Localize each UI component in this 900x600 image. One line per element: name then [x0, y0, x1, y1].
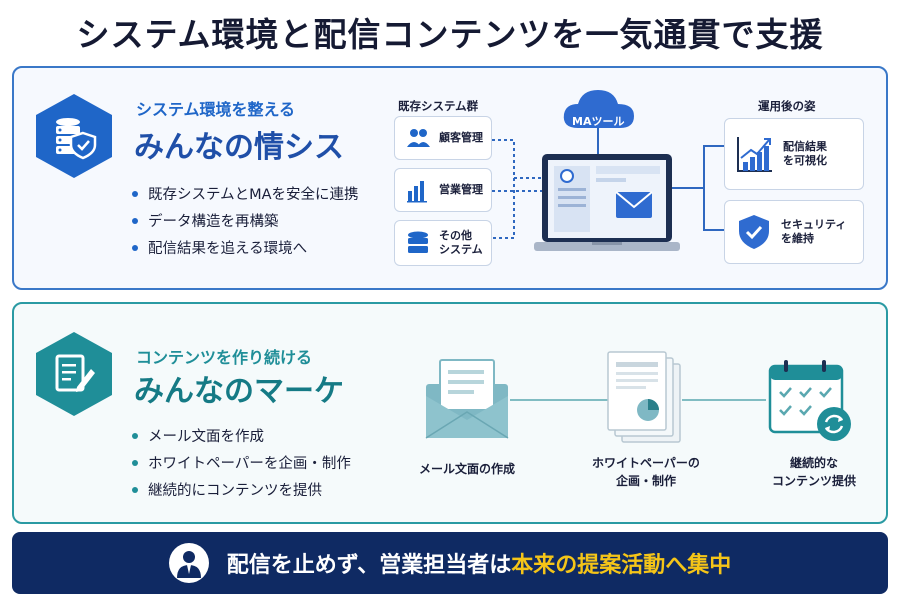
footer-highlight: 本来の提案活動へ集中: [511, 553, 732, 578]
calendar-refresh-icon: [768, 360, 851, 441]
marketing-panel: コンテンツを作り続ける みんなのマーケ メール文面を作成 ホワイトペーパーを企画…: [12, 302, 888, 524]
after-operation-label: 運用後の姿: [758, 99, 816, 113]
marketing-title: みんなのマーケ: [134, 374, 344, 409]
step-whitepaper-label: ホワイトペーパーの 企画・制作: [592, 456, 700, 488]
existing-system-card: 営業管理: [394, 168, 492, 212]
step-email-label: メール文面の作成: [418, 462, 515, 476]
system-bullet-list: 既存システムとMAを安全に連携 データ構造を再構築 配信結果を追える環境へ: [132, 180, 359, 261]
ma-tool-label: MAツール: [572, 115, 625, 128]
footer-message: 配信を止めず、営業担当者は本来の提案活動へ集中: [226, 553, 732, 578]
footer-banner: 配信を止めず、営業担当者は本来の提案活動へ集中: [12, 532, 888, 594]
users-icon: [407, 129, 430, 147]
bar-chart-icon: [407, 181, 427, 203]
existing-system-card: 顧客管理: [394, 116, 492, 160]
business-person-icon: [168, 543, 209, 583]
existing-system-card: その他 システム: [394, 220, 492, 266]
marketing-connectors: [510, 399, 766, 401]
whitepaper-document-icon: [607, 351, 681, 443]
growth-chart-icon: [737, 137, 772, 172]
email-envelope-icon: [425, 359, 509, 439]
list-item: データ構造を再構築: [132, 207, 359, 234]
system-panel: システム環境を整える みんなの情シス 既存システムとMAを安全に連携 データ構造…: [12, 66, 888, 290]
system-connectors: [492, 126, 724, 239]
step-content-label: 継続的な コンテンツ提供: [771, 456, 856, 488]
existing-systems-label: 既存システム群: [398, 99, 479, 113]
system-title: みんなの情シス: [134, 130, 344, 165]
system-subtitle: システム環境を整える: [136, 100, 296, 119]
list-item: 配信結果を追える環境へ: [132, 234, 359, 261]
security-shield-icon: [739, 215, 769, 249]
laptop-icon: [534, 154, 680, 251]
list-item: 継続的にコンテンツを提供: [132, 476, 351, 503]
page-title: システム環境と配信コンテンツを一気通貫で支援: [76, 15, 824, 54]
outcome-card: 配信結果 を可視化: [724, 118, 864, 190]
list-item: ホワイトペーパーを企画・制作: [132, 449, 351, 476]
list-item: 既存システムとMAを安全に連携: [132, 180, 359, 207]
marketing-bullet-list: メール文面を作成 ホワイトペーパーを企画・制作 継続的にコンテンツを提供: [132, 422, 351, 503]
database-icon: [408, 231, 428, 253]
list-item: メール文面を作成: [132, 422, 351, 449]
marketing-subtitle: コンテンツを作り続ける: [136, 348, 313, 367]
outcome-card: セキュリティ を維持: [724, 200, 864, 264]
cloud-icon: [563, 90, 634, 128]
